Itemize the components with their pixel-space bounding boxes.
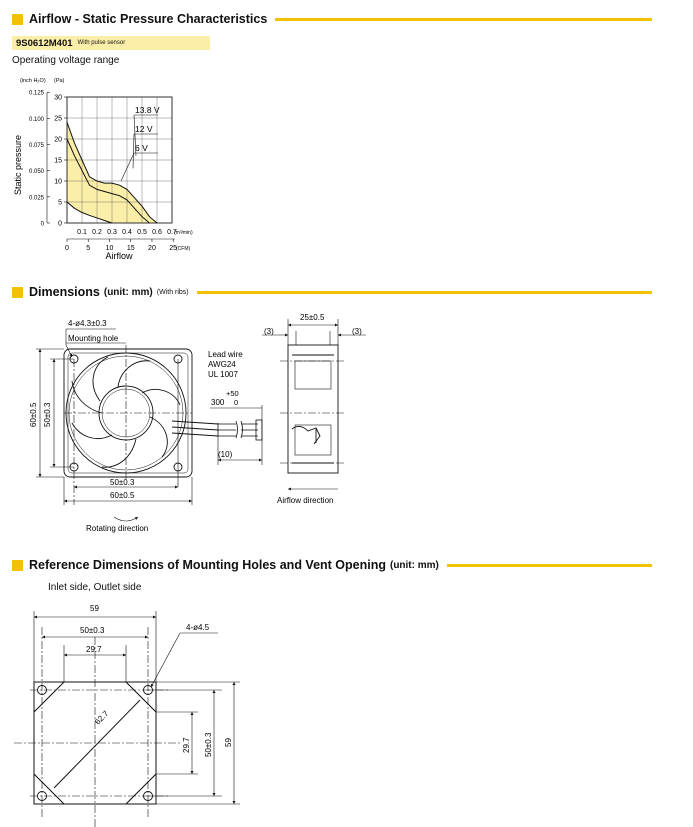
ref-height-50: 50±0.3 [204, 732, 213, 757]
x-tick-label-cfm: 15 [127, 245, 135, 252]
ref-height-29: 29.7 [182, 737, 191, 753]
wire-tol-plus: +50 [226, 389, 239, 398]
airflow-direction: Airflow direction [277, 496, 333, 505]
y-tick-label-pa: 0 [58, 221, 62, 228]
y-axis-label: Static pressure [13, 135, 23, 195]
y-tick-label-pa: 10 [54, 179, 62, 186]
wire-tol-zero: 0 [234, 398, 238, 407]
ref-width-59: 59 [90, 604, 99, 613]
depth-dim: 25±0.5 [300, 313, 325, 322]
ref-height-59: 59 [224, 738, 233, 747]
section-title: Reference Dimensions of Mounting Holes a… [29, 558, 386, 572]
y-tick-label-pa: 5 [58, 200, 62, 207]
ul-label: UL 1007 [208, 370, 239, 379]
section-subnote: (With ribs) [156, 288, 189, 296]
rib-left-dim: (3) [264, 327, 274, 336]
pulse-sensor-note: With pulse sensor [77, 40, 126, 46]
y-tick-label-inch: 0 [41, 222, 45, 228]
series-label: 12 V [135, 124, 153, 134]
pressure-chart: 13.8 V 12 V 6 V 0 5 10 15 20 25 30 0 0.025 0.050 0.07… [13, 78, 193, 261]
model-name: 9S0612M401 [16, 37, 73, 49]
y-tick-label-inch: 0.050 [29, 169, 45, 175]
ref-width-29: 29.7 [86, 645, 102, 654]
section-header-dimensions: Dimensions (unit: mm) (With ribs) [12, 283, 652, 301]
section-title: Dimensions [29, 285, 100, 299]
hole-dim-label: 4-ø4.3±0.3 [68, 319, 107, 328]
size-v-dim: 60±0.5 [29, 402, 38, 427]
series-leader [133, 114, 137, 156]
size-dim: 60±0.5 [110, 491, 135, 500]
series-line-1 [66, 138, 150, 224]
series-leader [132, 133, 135, 169]
inlet-outlet-label: Inlet side, Outlet side [48, 582, 142, 593]
lead-wire [217, 419, 263, 441]
section-unit: (unit: mm) [389, 559, 439, 571]
y-tick-label-inch: 0.100 [29, 117, 45, 123]
wire-length: 300 [211, 398, 225, 407]
series-line-2 [66, 201, 113, 224]
x-unit-m3min: (m³/min) [174, 230, 193, 236]
lead-wire-label: Lead wire [208, 350, 243, 359]
x-tick-label-cfm: 5 [86, 245, 90, 252]
rotating-direction: Rotating direction [86, 524, 148, 533]
pitch-v-dim: 50±0.3 [43, 402, 52, 427]
model-bar: 9S0612M401 With pulse sensor [12, 36, 210, 50]
x-tick-label-cfm: 10 [106, 245, 114, 252]
awg-label: AWG24 [208, 360, 236, 369]
x-tick-label-m3min: 0.4 [122, 229, 132, 236]
ref-diagonal: 62.7 [93, 709, 111, 727]
y-tick-label-pa: 30 [54, 95, 62, 102]
hole-label: Mounting hole [68, 334, 119, 343]
x-tick-label-m3min: 0.1 [77, 229, 87, 236]
section-title: Airflow - Static Pressure Characteristic… [29, 12, 268, 26]
dimensions-drawing: 4-ø4.3±0.3 Mounting hole Lead wire AWG24… [29, 313, 366, 533]
y-tick-label-pa: 25 [54, 116, 62, 123]
rib-right-dim: (3) [352, 327, 362, 336]
x-unit-cfm: (CFM) [176, 246, 190, 252]
y-tick-label-pa: 15 [54, 158, 62, 165]
section-unit: (unit: mm) [103, 286, 153, 298]
y-unit-pa: (Pa) [54, 78, 65, 84]
x-tick-label-m3min: 0.5 [137, 229, 147, 236]
section-marker [12, 13, 23, 25]
section-marker [12, 286, 23, 298]
x-tick-label-cfm: 20 [148, 245, 156, 252]
series-leader [120, 152, 135, 182]
y-tick-label-inch: 0.075 [29, 143, 45, 149]
y-tick-label-inch: 0.025 [29, 195, 45, 201]
section-rule [196, 290, 652, 294]
x-tick-label-cfm: 25 [169, 245, 177, 252]
y-tick-label-inch: 0.125 [29, 91, 45, 97]
series-line-0 [66, 122, 158, 224]
x-tick-label-m3min: 0.7 [167, 229, 177, 236]
wire-end-dim: (10) [218, 450, 233, 459]
series-label: 6 V [135, 143, 148, 153]
x-tick-label-m3min: 0.2 [92, 229, 102, 236]
x-tick-label-m3min: 0.3 [107, 229, 117, 236]
section-marker [12, 559, 23, 571]
y-tick-label-pa: 20 [54, 137, 62, 144]
y-unit-inch: (inch H₂O) [20, 78, 46, 84]
section-rule [275, 17, 652, 21]
pitch-dim: 50±0.3 [110, 478, 135, 487]
ref-holes: 4-ø4.5 [186, 623, 210, 632]
section-rule [446, 563, 652, 567]
x-tick-label-cfm: 0 [65, 245, 69, 252]
ref-width-50: 50±0.3 [80, 626, 105, 635]
reference-drawing: 59 50±0.3 29.7 4-ø4.5 62.7 29.7 50±0.3 5… [14, 604, 240, 827]
section-header-reference: Reference Dimensions of Mounting Holes a… [12, 556, 652, 574]
series-label: 13.8 V [135, 105, 160, 115]
section-header-airflow: Airflow - Static Pressure Characteristic… [12, 10, 652, 28]
x-tick-label-m3min: 0.6 [152, 229, 162, 236]
fan-side-view [287, 344, 339, 474]
operating-voltage-label: Operating voltage range [12, 55, 120, 66]
x-axis-label: Airflow [106, 251, 134, 261]
